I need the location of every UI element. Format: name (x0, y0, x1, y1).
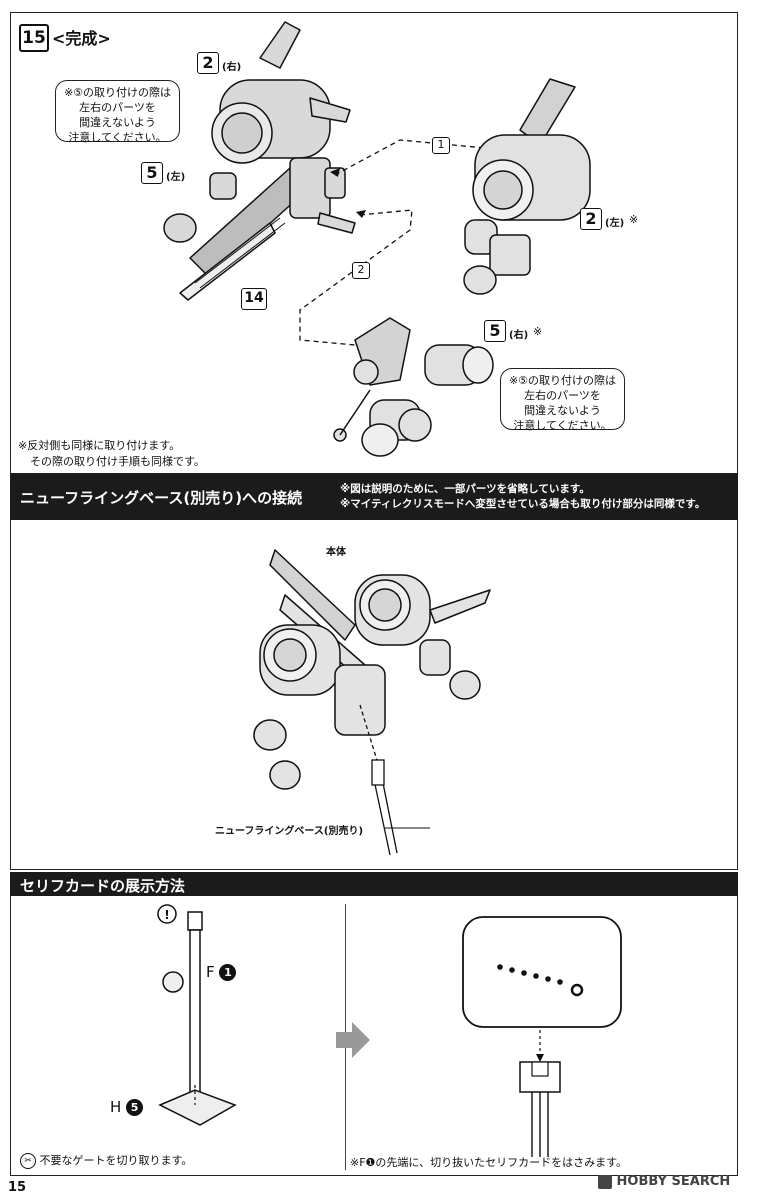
connector-lines (299, 139, 486, 346)
step-note-1: ※反対側も同様に取り付けます。 (18, 439, 181, 452)
part-5-right-box: 5 (484, 320, 506, 342)
callout-top-line: 左右のパーツを (79, 101, 156, 114)
stand-drawing: ! (157, 904, 237, 1126)
arrow-right-icon (336, 1022, 370, 1058)
part-5-left-side: (左) (166, 172, 186, 183)
part-5-left-box: 5 (141, 162, 163, 184)
label-h-number: 5 (126, 1099, 144, 1116)
footer-right: ※F❶の先端に、切り抜いたセリフカードをはさみます。 (350, 1156, 627, 1169)
callout-bottom-line: ※⑤の取り付けの際は (508, 374, 617, 387)
part-5-right-drawing (333, 317, 494, 457)
callout-bottom: ※⑤の取り付けの際は 左右のパーツを 間違えないよう 注意してください。 (500, 368, 625, 432)
label-f-letter: F (206, 963, 215, 981)
connector-2-label: 2 (352, 262, 370, 279)
footer-left-text: 不要なゲートを切り取ります。 (39, 1154, 193, 1167)
label-h: H 5 (110, 1098, 144, 1116)
label-body: 本体 (326, 547, 346, 558)
connector-1-label: 1 (432, 137, 450, 154)
card-header: セリフカードの展示方法 (10, 872, 738, 896)
part-2-left-drawing (463, 78, 591, 295)
label-h-letter: H (110, 1098, 122, 1116)
card-frame (10, 896, 738, 1176)
watermark-text: HOBBY SEARCH (616, 1174, 731, 1189)
footer-left: ✂ 不要なゲートを切り取ります。 (20, 1152, 192, 1169)
flying-base-title: ニューフライングベース(別売り)への接続 (20, 489, 303, 507)
flying-base-frame (10, 520, 738, 870)
label-flying-base-leader (385, 827, 430, 829)
label-f-number: 1 (219, 964, 237, 981)
page-number: 15 (8, 1180, 27, 1195)
callout-top-line: 間違えないよう (79, 116, 156, 129)
callout-top: ※⑤の取り付けの際は 左右のパーツを 間違えないよう 注意してください。 (55, 80, 180, 144)
flying-base-note-2: ※マイティレクリスモードへ変型させている場合も取り付け部分は同様です。 (340, 498, 706, 510)
step-15-frame (10, 12, 738, 474)
label-flying-base: ニューフライングベース(別売り) (215, 826, 364, 837)
speech-card-drawing (462, 916, 622, 1157)
part-2-left-mark: ※ (629, 213, 639, 226)
part-14-box: 14 (241, 288, 267, 310)
callout-top-line: ※⑤の取り付けの際は (63, 86, 172, 99)
flying-base-header: ニューフライングベース(別売り)への接続 ※図は説明のために、一部パーツを省略し… (10, 474, 738, 520)
callout-top-line: 注意してください。 (68, 131, 167, 144)
step-number: 15 (19, 24, 49, 52)
part-5-right-mark: ※ (533, 325, 543, 338)
watermark-logo-icon (598, 1174, 612, 1189)
gate-cut-icon: ✂ (20, 1153, 36, 1169)
svg-text:!: ! (164, 908, 169, 922)
callout-bottom-line: 左右のパーツを (524, 389, 601, 402)
part-5-right-side: (右) (509, 330, 529, 341)
callout-bottom-line: 注意してください。 (513, 419, 612, 432)
part-2-right-box: 2 (197, 52, 219, 74)
part-2-left-side: (左) (605, 218, 625, 229)
callout-bottom-line: 間違えないよう (524, 404, 601, 417)
flying-base-note-1: ※図は説明のために、一部パーツを省略しています。 (340, 483, 590, 495)
flying-base-drawing (253, 549, 491, 856)
card-title: セリフカードの展示方法 (20, 877, 186, 895)
part-2-right-side: (右) (222, 62, 242, 73)
step-note-2: その際の取り付け手順も同様です。 (30, 455, 205, 468)
step-title: <完成> (52, 29, 111, 48)
watermark: HOBBY SEARCH (598, 1174, 730, 1189)
part-2-left-box: 2 (580, 208, 602, 230)
assembled-unit-drawing (163, 21, 356, 301)
label-f: F 1 (206, 963, 237, 981)
